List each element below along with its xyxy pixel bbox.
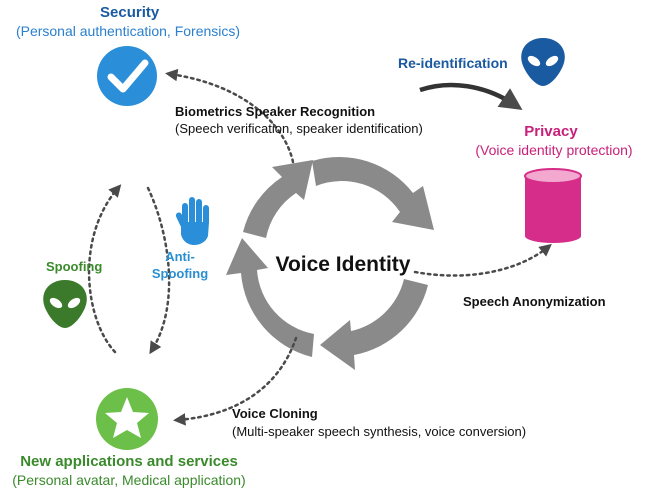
biometrics-subtitle: (Speech verification, speaker identifica… xyxy=(175,121,423,136)
arrow-spoofing-up xyxy=(87,184,122,354)
biometrics-title: Biometrics Speaker Recognition xyxy=(175,104,376,119)
privacy-title: Privacy xyxy=(524,123,578,140)
applications-title: New applications and services xyxy=(20,453,238,470)
spoofing-label: Spoofing xyxy=(46,259,103,274)
star-circle-icon xyxy=(96,388,158,450)
cycle-arrow-bottom xyxy=(226,238,314,357)
cycle-arrow-right xyxy=(320,279,428,370)
arrow-biometrics-to-security xyxy=(165,68,295,164)
voice-identity-label: Voice Identity xyxy=(275,253,411,276)
voice-identity-cycle xyxy=(226,157,434,370)
cloning-subtitle: (Multi-speaker speech synthesis, voice c… xyxy=(232,424,527,439)
arrow-cloning-to-applications xyxy=(173,336,298,426)
alien-head-icon xyxy=(521,38,565,86)
spoofing-alien-head-icon xyxy=(43,280,87,328)
security-subtitle: (Personal authentication, Forensics) xyxy=(15,23,241,39)
applications-subtitle: (Personal avatar, Medical application) xyxy=(12,472,246,488)
cloning-title: Voice Cloning xyxy=(232,406,318,421)
checkmark-circle-icon xyxy=(97,46,157,106)
security-title: Security xyxy=(100,4,160,21)
raised-hand-icon xyxy=(175,197,209,245)
arrow-antispoofing-down xyxy=(146,186,171,355)
arrow-reidentification xyxy=(419,82,523,110)
cycle-arrow-top xyxy=(312,157,434,230)
anonymization-label: Speech Anonymization xyxy=(463,294,606,309)
reidentification-label: Re-identification xyxy=(398,55,508,71)
database-cylinder-icon xyxy=(524,168,582,243)
arrow-anonymization-to-privacy xyxy=(413,243,552,277)
privacy-subtitle: (Voice identity protection) xyxy=(475,142,633,158)
cycle-arrow-left xyxy=(243,160,313,238)
anti-spoofing-line2: Spoofing xyxy=(151,266,209,281)
anti-spoofing-line1: Anti- xyxy=(165,249,195,264)
